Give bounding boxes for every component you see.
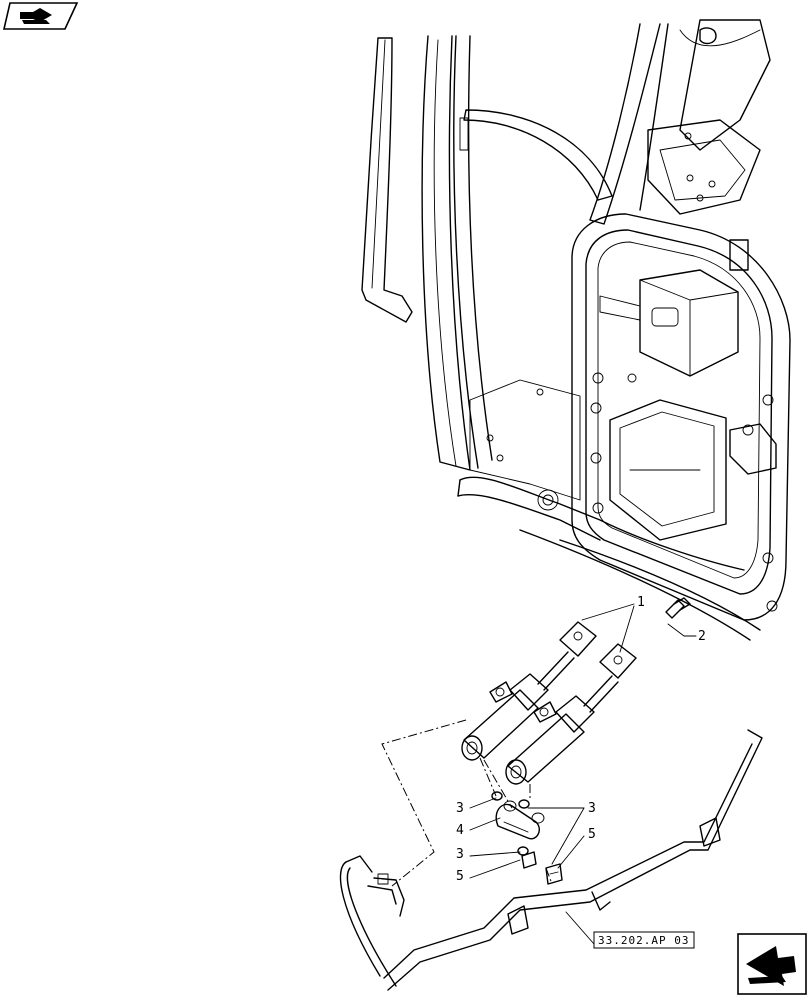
cylinder-right — [505, 643, 637, 785]
callout-1: 1 — [637, 595, 645, 610]
book-arrow-icon[interactable] — [2, 2, 79, 30]
callout-3a: 3 — [456, 801, 464, 816]
callout-3c: 3 — [456, 847, 464, 862]
pin — [665, 597, 691, 619]
next-page-arrow-icon[interactable] — [737, 933, 807, 995]
callout-3b: 3 — [588, 801, 596, 816]
callout-2: 2 — [698, 629, 706, 644]
callout-4: 4 — [456, 823, 464, 838]
cab-frame — [361, 19, 791, 641]
alignment-lines — [381, 719, 553, 887]
callout-5a: 5 — [588, 827, 596, 842]
callout-5b: 5 — [456, 869, 464, 884]
hydraulic-pipes — [339, 729, 763, 991]
banjo-union — [495, 803, 540, 840]
cylinder-left — [461, 621, 597, 761]
reference-label: 33.202.AP 03 — [598, 934, 689, 947]
fittings — [521, 851, 563, 885]
leader-lines — [469, 603, 697, 945]
panel-bolts — [590, 372, 778, 612]
seal-washers — [491, 791, 545, 856]
reference-link[interactable]: 33.202.AP 03 — [593, 931, 695, 949]
